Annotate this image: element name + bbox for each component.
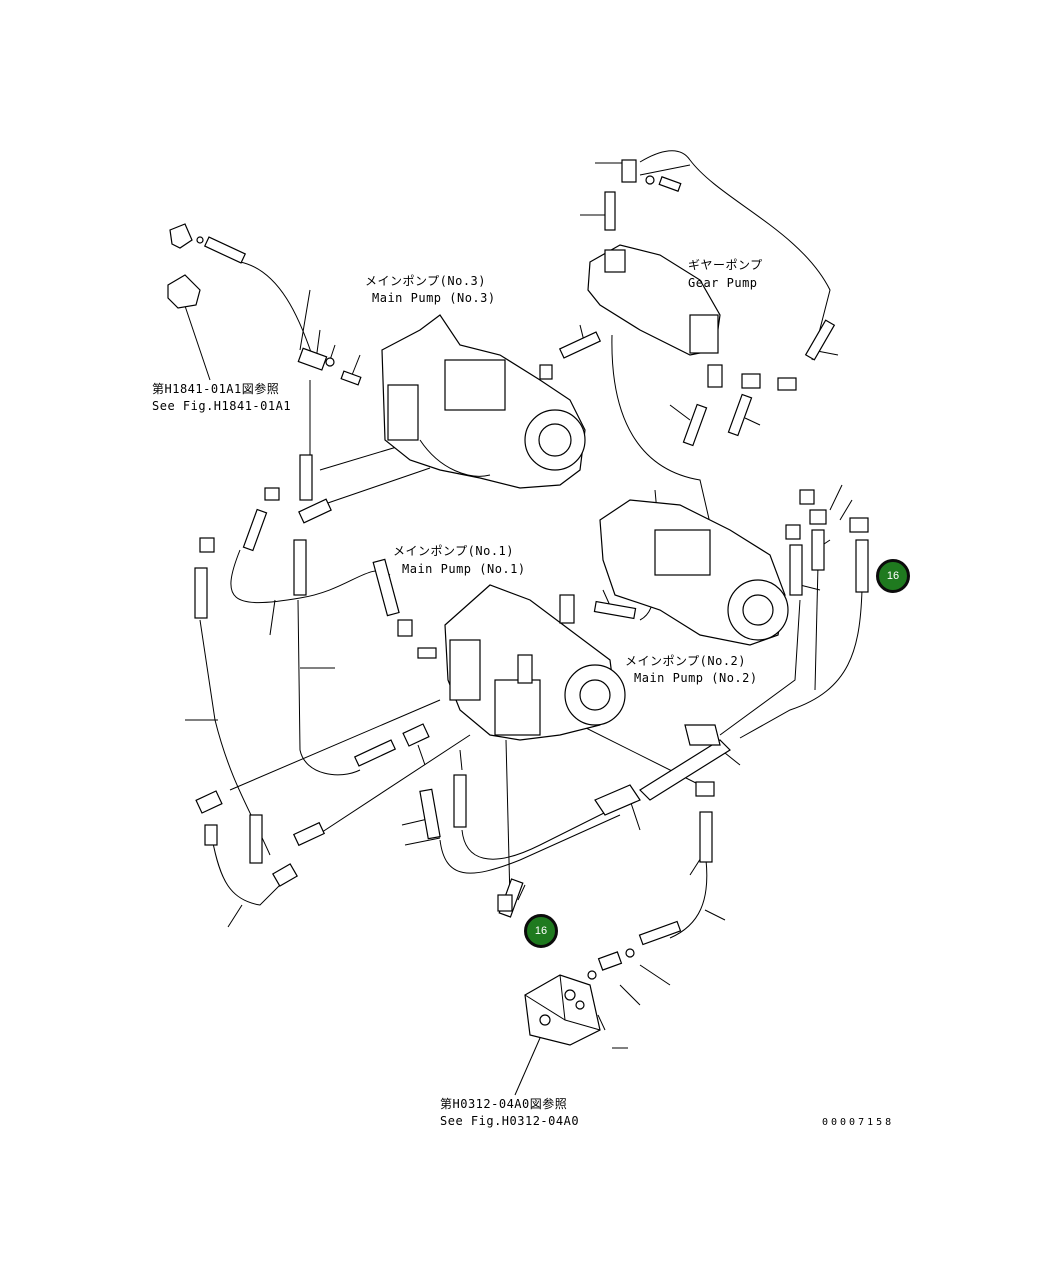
gear-pump-label-en: Gear Pump <box>688 276 758 290</box>
main-pump-no2-drawing <box>599 499 789 646</box>
callout-badge-16-lower[interactable]: 16 <box>524 914 558 948</box>
main-pump-no3-drawing <box>381 314 586 489</box>
main-pump-no1-label-en: Main Pump (No.1) <box>402 562 526 576</box>
document-number: 00007158 <box>822 1117 895 1128</box>
main-pump-no1-drawing <box>444 584 626 741</box>
main-pump-no1-label-jp: メインポンプ(No.1) <box>393 544 514 558</box>
fittings <box>194 159 869 980</box>
main-pump-no2-label-jp: メインポンプ(No.2) <box>625 654 746 668</box>
main-pump-no2-label-en: Main Pump (No.2) <box>634 671 758 685</box>
ref-fitting-drawing <box>167 223 204 309</box>
gear-pump-drawing <box>587 244 721 356</box>
callout-badge-16-upper[interactable]: 16 <box>876 559 910 593</box>
valve-block-drawing <box>524 974 601 1046</box>
main-pump-no3-label-en: Main Pump (No.3) <box>372 291 496 305</box>
ref-h0312-label-jp: 第H0312-04A0図参照 <box>440 1097 568 1111</box>
ref-h0312-label-en: See Fig.H0312-04A0 <box>440 1114 580 1128</box>
ref-h1841-label-jp: 第H1841-01A1図参照 <box>152 382 280 396</box>
gear-pump-label-jp: ギヤーポンプ <box>688 258 763 272</box>
ref-h1841-label-en: See Fig.H1841-01A1 <box>152 399 292 413</box>
main-pump-no3-label-jp: メインポンプ(No.3) <box>365 274 486 288</box>
hose-protector-drawing <box>594 724 731 816</box>
